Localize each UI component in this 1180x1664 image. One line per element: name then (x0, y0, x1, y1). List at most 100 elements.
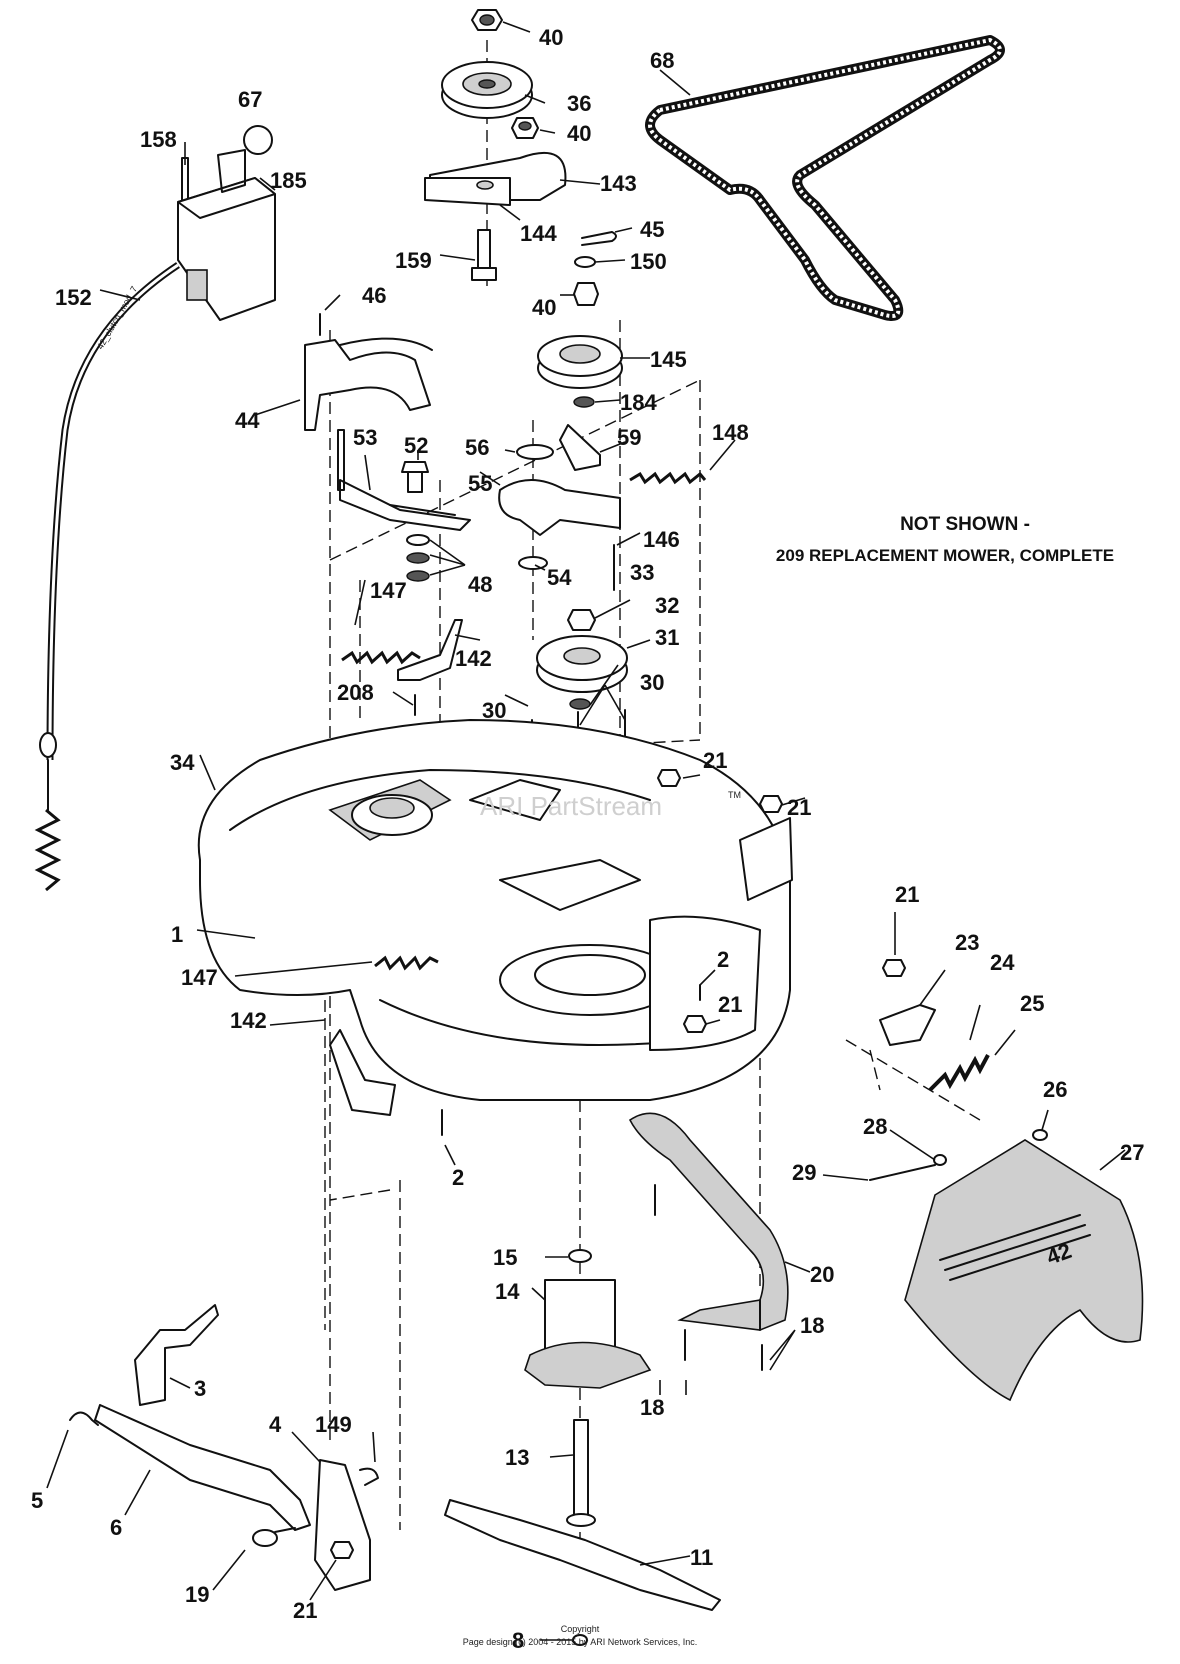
hair-pin-5 (69, 1411, 99, 1426)
callout-label: 14 (495, 1279, 520, 1304)
mower-deck-1 (197, 719, 791, 1101)
callout-label: 26 (1043, 1077, 1067, 1102)
callout-label: 19 (185, 1582, 209, 1607)
callout-label: 25 (1020, 991, 1044, 1016)
callout-label: 27 (1120, 1140, 1144, 1165)
bolt-19 (252, 1527, 296, 1547)
bracket-4 (314, 1459, 371, 1591)
callout-label: 52 (404, 433, 428, 458)
nut-21-right (882, 959, 906, 977)
bolt-8 (572, 1634, 588, 1646)
callout-label: 159 (395, 248, 432, 273)
footer-page-design: Page design (c) 2004 - 2015 by ARI Netwo… (463, 1637, 698, 1647)
hinge-23 (879, 1004, 936, 1046)
callout-label: 3 (194, 1376, 206, 1401)
callout-label: 44 (235, 408, 260, 433)
nut-21-lower (683, 1015, 707, 1033)
callout-label: 21 (787, 795, 811, 820)
callout-label: 36 (567, 91, 591, 116)
callout-label: 185 (270, 168, 307, 193)
callout-label: 147 (181, 965, 218, 990)
callout-label: 30 (482, 698, 506, 723)
clutch-bracket-185 (177, 149, 276, 321)
idler-pulley-36 (441, 61, 533, 119)
callout-label: 32 (655, 593, 679, 618)
callout-label: 184 (620, 390, 657, 415)
callout-label: 21 (718, 992, 742, 1017)
callout-label: 30 (640, 670, 664, 695)
callout-label: 40 (567, 121, 591, 146)
drive-belt-68 (645, 35, 1005, 321)
bracket-142-lower (329, 1029, 396, 1116)
callout-label: 21 (895, 882, 919, 907)
nut-21-b (759, 795, 783, 813)
callout-label: 46 (362, 283, 386, 308)
callout-label: 31 (655, 625, 679, 650)
callout-label: 68 (650, 48, 674, 73)
callout-label: 53 (353, 425, 377, 450)
deck-bracket-right (739, 817, 793, 901)
callout-label: 158 (140, 127, 177, 152)
callout-label: 1 (171, 922, 183, 947)
callout-label: 147 (370, 578, 407, 603)
callout-label: 5 (31, 1488, 43, 1513)
watermark: ARI PartStream (480, 791, 662, 821)
idler-arm-55 (498, 479, 621, 536)
callout-label: 208 (337, 680, 374, 705)
callout-label: 8 (512, 1628, 524, 1653)
washer-28 (933, 1154, 947, 1166)
note-title: NOT SHOWN - (900, 514, 1030, 535)
callout-label: 55 (468, 471, 492, 496)
callout-label: 2 (717, 947, 729, 972)
callout-label: 45 (640, 217, 664, 242)
callout-label: 146 (643, 527, 680, 552)
callout-label: 13 (505, 1445, 529, 1470)
callout-label: 23 (955, 930, 979, 955)
callout-label: 11 (690, 1545, 713, 1570)
washer-54 (518, 556, 548, 570)
callout-label: 28 (863, 1114, 887, 1139)
knob-67 (243, 125, 273, 155)
callout-label: 40 (539, 25, 563, 50)
washer-26 (1032, 1129, 1048, 1141)
callout-label: 142 (230, 1008, 267, 1033)
hex-nut-40-second (511, 117, 539, 139)
bolt-159 (471, 229, 497, 281)
callout-label: 145 (650, 347, 687, 372)
lift-link-6 (94, 1404, 311, 1531)
callout-label: 21 (293, 1598, 317, 1623)
callout-label: 67 (238, 87, 262, 112)
spindle-shaft-13 (566, 1419, 596, 1527)
leader-lines (46, 21, 1126, 1641)
clip-149 (359, 1467, 379, 1486)
bracket-59 (559, 424, 601, 471)
washers-48 (406, 534, 430, 582)
bolt-52 (401, 461, 429, 493)
callout-label: 152 (55, 285, 92, 310)
footer-copyright: Copyright (561, 1624, 600, 1634)
nut-21-bottom (330, 1541, 354, 1559)
washer-184 (573, 396, 595, 408)
callout-label: 48 (468, 572, 492, 597)
callout-label: 149 (315, 1412, 352, 1437)
spring-148 (629, 471, 707, 485)
clutch-cable-152 (34, 262, 180, 892)
washer-31 (569, 698, 591, 710)
idler-arm-53 (337, 429, 471, 531)
callout-label: 20 (810, 1262, 834, 1287)
callout-label: 33 (630, 560, 654, 585)
callout-label: 143 (600, 171, 637, 196)
watermark-tm: TM (728, 790, 741, 800)
callout-label: 150 (630, 249, 667, 274)
callout-label: 54 (547, 565, 572, 590)
callout-label: 148 (712, 420, 749, 445)
idler-pulley-145 (537, 335, 623, 389)
callout-label: 144 (520, 221, 557, 246)
belt-guard-44 (304, 313, 433, 431)
callout-label: 4 (269, 1412, 282, 1437)
drive-pulley-32 (536, 635, 628, 693)
spindle-housing-14 (524, 1279, 652, 1389)
rod-29 (869, 1164, 936, 1181)
clip-pin-stack-45-150-40 (573, 231, 617, 306)
